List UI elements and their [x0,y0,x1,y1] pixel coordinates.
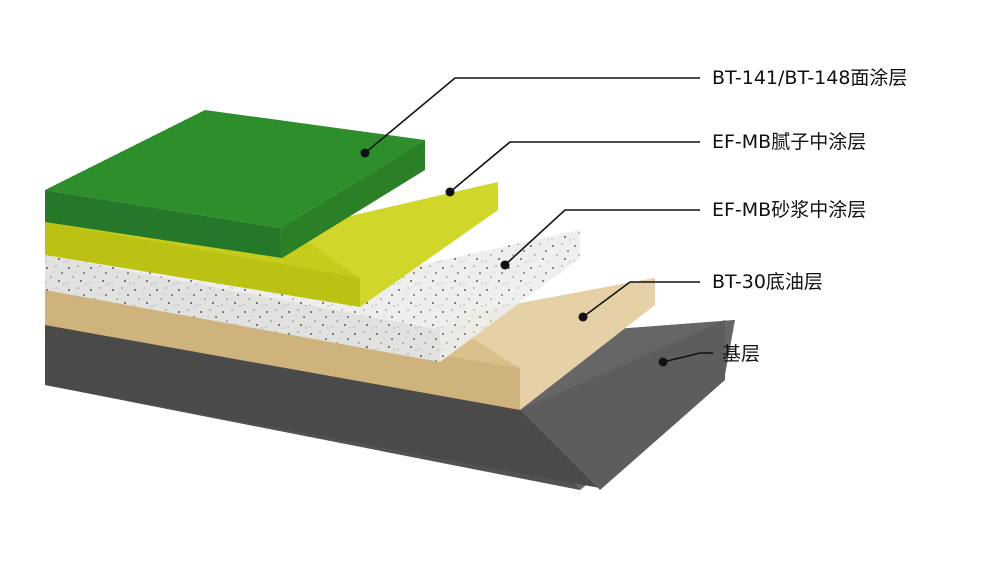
leader-primer [578,281,700,322]
leader-mortar [500,209,700,270]
label-mortar: EF-MB砂浆中涂层 [712,199,866,221]
topcoat-layer-block [45,110,425,258]
label-putty: EF-MB腻子中涂层 [712,131,866,153]
label-base: 基层 [722,343,760,365]
leader-putty [445,141,700,197]
leader-base [658,352,713,367]
label-primer: BT-30底油层 [712,271,823,293]
leader-topcoat [360,77,700,158]
label-topcoat: BT-141/BT-148面涂层 [712,67,907,89]
